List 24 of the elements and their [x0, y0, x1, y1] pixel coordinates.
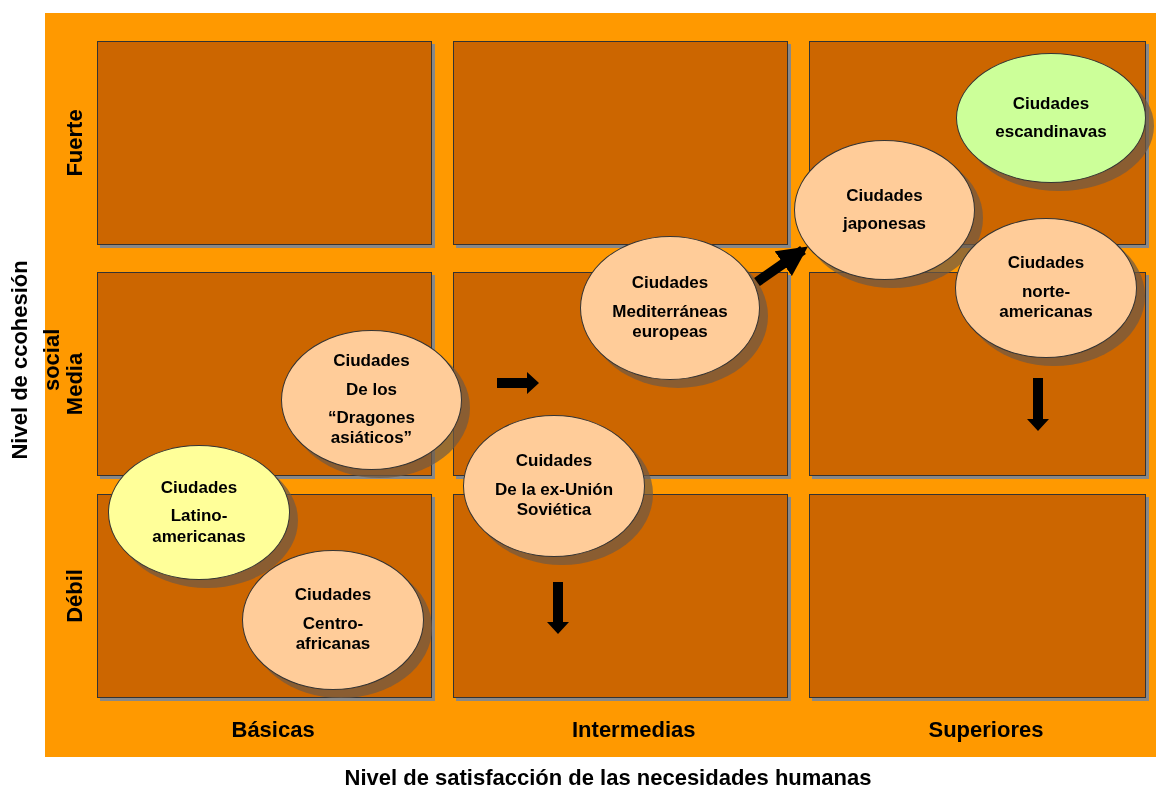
city-label: Ciudades [1006, 253, 1086, 274]
city-label: Ciudades [630, 273, 710, 294]
city-label: Cuidades [514, 451, 594, 472]
city-label: Mediterráneas europeas [611, 301, 729, 343]
city-label: Ciudades [845, 185, 924, 206]
city-label: De los [345, 379, 398, 400]
city-label: Latino-americanas [151, 506, 247, 548]
city-label: Ciudades [159, 477, 239, 499]
column-label: Básicas [231, 717, 315, 743]
city-label: Ciudades [1011, 93, 1091, 114]
city-label: Centro-africanas [294, 613, 372, 655]
axis-title: Nivel de satisfacción de las necesidades humanas [344, 765, 872, 791]
column-label: Superiores [928, 717, 1044, 743]
city-label: japonesas [841, 214, 928, 235]
city-label: escandinavas [994, 122, 1108, 143]
city-label: norte-americanas [998, 281, 1094, 323]
column-label: Intermedias [572, 717, 696, 743]
row-label: Débil [61, 568, 89, 625]
city-label: De la ex-Unión Soviética [493, 479, 615, 521]
city-label: Ciudades [293, 585, 373, 606]
arrow [754, 245, 808, 287]
row-label: Fuerte [61, 108, 89, 179]
city-label: “Dragones asiáticos” [327, 408, 416, 449]
city-label: Ciudades [332, 351, 411, 372]
